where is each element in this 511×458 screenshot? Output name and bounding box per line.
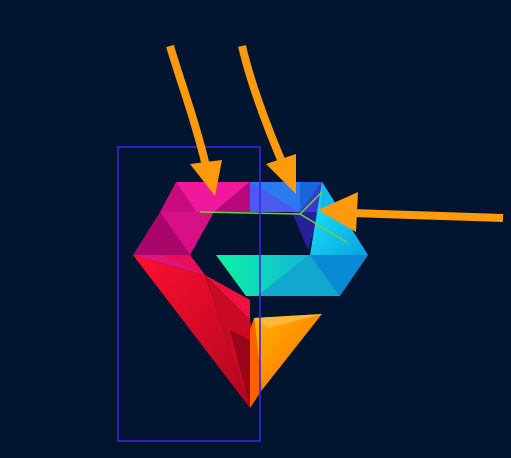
diamond-middle-band <box>216 255 340 296</box>
arrow-1 <box>166 44 222 196</box>
arrow-down-right-icon <box>190 160 222 196</box>
arrow-2 <box>238 45 296 194</box>
arrow-3 <box>318 192 504 232</box>
selection-box[interactable] <box>117 146 261 442</box>
arrow-down-right-icon <box>266 154 296 194</box>
guide-line-diagonal-up <box>299 191 323 215</box>
guide-line-horizontal <box>199 211 301 215</box>
arrow-left-icon <box>318 192 358 232</box>
diamond-bottom-right-facets <box>250 314 322 408</box>
guide-line-diagonal-down <box>299 213 349 244</box>
guide-lines <box>199 191 349 244</box>
